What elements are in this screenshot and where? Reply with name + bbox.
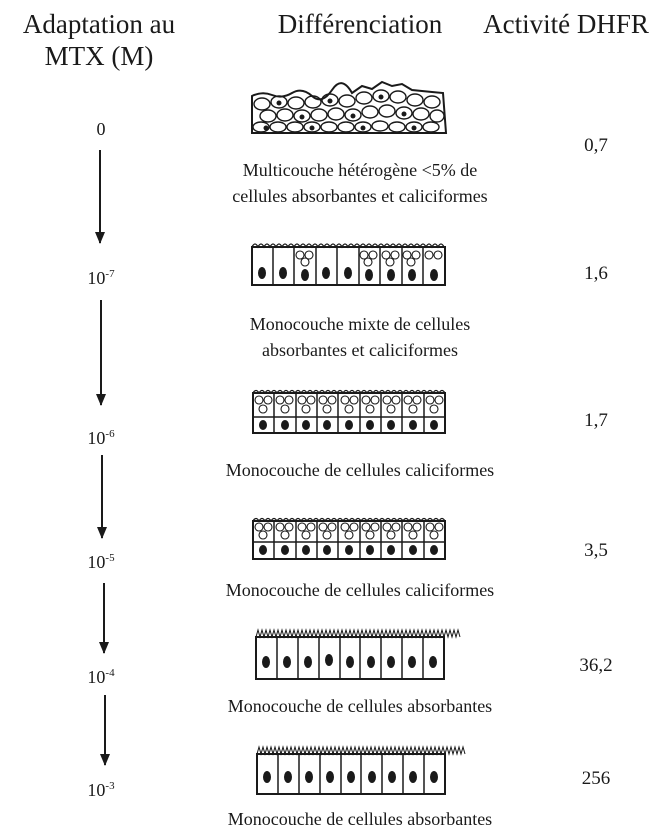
description-line: Monocouche de cellules absorbantes [227, 809, 493, 829]
header-adaptation-line2: MTX (M) [44, 41, 154, 71]
header-differenciation: Différenciation [277, 9, 443, 39]
conc-label-row-5: 10-4 [56, 662, 146, 688]
header-activite-dhfr: Activité DHFR [483, 9, 649, 39]
down-arrow-icon [95, 150, 105, 244]
dhfr-value-row-1: 0,7 [584, 135, 608, 156]
absorptive-monolayer-cells-illustration [255, 628, 461, 680]
conc-exponent: -6 [105, 428, 115, 440]
goblet-monolayer-cells-illustration [252, 389, 446, 434]
conc-base: 10 [87, 428, 106, 448]
multilayer-cells-illustration [251, 80, 448, 134]
conc-label-row-4: 10-5 [56, 547, 146, 573]
conc-base: 10 [87, 780, 106, 800]
description-line: Monocouche de cellules caliciformes [225, 580, 495, 600]
conc-label-row-3: 10-6 [56, 423, 146, 449]
dhfr-value-row-3: 1,7 [584, 410, 608, 431]
description-line: Multicouche hétérogène <5% de [242, 160, 478, 180]
conc-label-row-2: 10-7 [56, 263, 146, 289]
down-arrow-icon [96, 300, 106, 406]
dhfr-value-row-6: 256 [581, 768, 611, 789]
conc-base: 10 [87, 667, 106, 687]
description-row-5: Monocouche de cellules absorbantes [150, 693, 570, 719]
down-arrow-icon [97, 455, 107, 539]
description-row-4: Monocouche de cellules caliciformes [150, 577, 570, 603]
description-row-2: Monocouche mixte de cellules absorbantes… [150, 311, 570, 363]
conc-base: 0 [96, 119, 106, 139]
conc-base: 10 [87, 268, 106, 288]
header-adaptation-line1: Adaptation au [22, 9, 176, 39]
down-arrow-icon [100, 695, 110, 766]
conc-base: 10 [87, 552, 106, 572]
conc-label-row-6: 10-3 [56, 775, 146, 801]
conc-exponent: -5 [105, 552, 115, 564]
absorptive-monolayer-cells-illustration [256, 745, 466, 795]
description-line: Monocouche de cellules caliciformes [225, 460, 495, 480]
conc-exponent: -7 [105, 268, 115, 280]
description-line: Monocouche mixte de cellules [249, 314, 471, 334]
description-row-1: Multicouche hétérogène <5% de cellules a… [150, 157, 570, 209]
conc-exponent: -3 [105, 780, 115, 792]
dhfr-value-row-5: 36,2 [579, 655, 613, 676]
description-line: Monocouche de cellules absorbantes [227, 696, 493, 716]
description-row-3: Monocouche de cellules caliciformes [150, 457, 570, 483]
conc-exponent: -4 [105, 667, 115, 679]
dhfr-value-row-2: 1,6 [584, 263, 608, 284]
conc-label-row-1: 0 [56, 114, 146, 140]
dhfr-value-row-4: 3,5 [584, 540, 608, 561]
down-arrow-icon [99, 583, 109, 654]
mixed-monolayer-cells-illustration [251, 243, 446, 286]
description-line: absorbantes et caliciformes [262, 340, 458, 360]
description-row-6: Monocouche de cellules absorbantes [150, 806, 570, 832]
goblet-monolayer-cells-illustration [252, 517, 446, 560]
header-adaptation-mtx: Adaptation au MTX (M) [4, 8, 194, 72]
description-line: cellules absorbantes et caliciformes [232, 186, 488, 206]
